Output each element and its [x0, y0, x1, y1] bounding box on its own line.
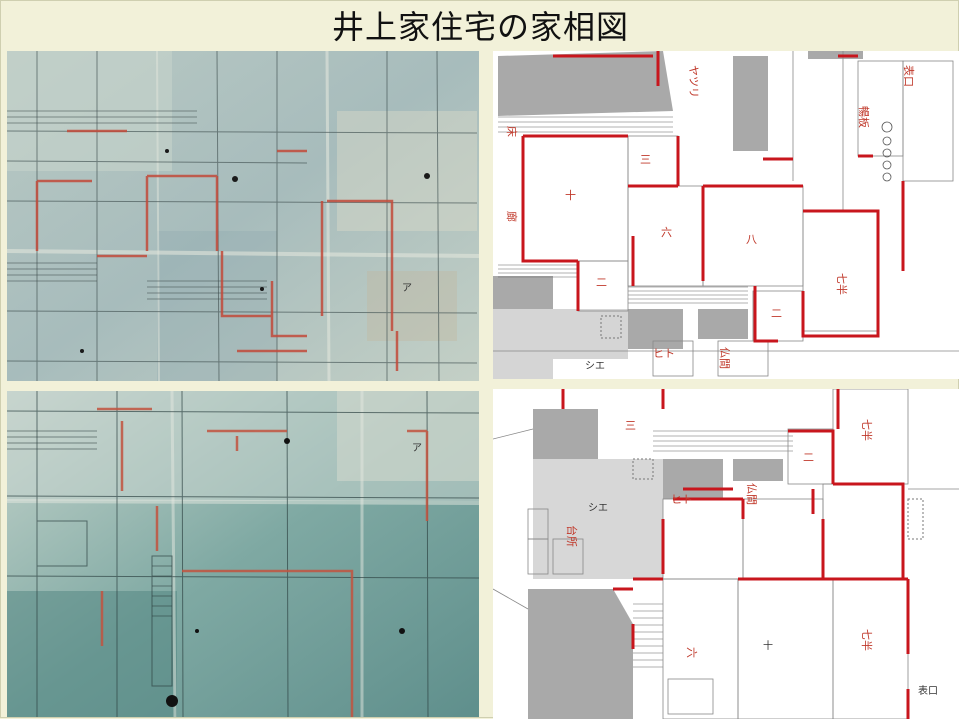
svg-text:ア: ア	[412, 443, 422, 454]
trace-top-panel: ヤツリ 表口 暢板 十 六 八 七半 三 二 床 廊 仏間 二 ヒト シエ	[493, 51, 959, 379]
trace-bottom-label-kitchen: 台所	[565, 525, 579, 547]
svg-text:ア: ア	[402, 283, 412, 294]
trace-top-label-yuka: 床	[505, 126, 519, 137]
trace-bottom-label-shie: シエ	[588, 503, 608, 514]
trace-bottom-label-ni: 二	[803, 451, 814, 464]
trace-bottom-label-seven: 七半	[860, 629, 874, 651]
trace-bottom-label-nana: 七半	[860, 419, 874, 441]
trace-top-label-roka: 廊	[505, 211, 519, 222]
photo-top-image: ア	[7, 51, 479, 381]
trace-top-label-omote: 表口	[902, 65, 916, 87]
trace-top-label-ni: 二	[596, 276, 607, 289]
trace-bottom-image: 七半 二 三 十 六 七半 ヒト シエ 仏間 表口 台所	[493, 389, 959, 719]
trace-bottom-label-roku: 六	[685, 647, 698, 658]
trace-top-label-butsudan: 仏間	[718, 347, 731, 369]
trace-top-label-ni2: 二	[771, 307, 782, 320]
trace-bottom-panel: 七半 二 三 十 六 七半 ヒト シエ 仏間 表口 台所	[493, 389, 959, 719]
photo-bottom-panel: ア	[7, 391, 479, 717]
trace-bottom-label-butsudan: 仏間	[745, 483, 758, 505]
photo-top-panel: ア	[7, 51, 479, 381]
trace-bottom-label-ut: ヒト	[671, 493, 693, 506]
trace-bottom-label-juu: 十	[763, 639, 773, 652]
photo-bottom-image: ア	[7, 391, 479, 717]
trace-bottom-label-omote: 表口	[918, 684, 938, 697]
trace-top-label-juu: 十	[565, 188, 576, 202]
trace-top-label-hachi: 八	[746, 233, 757, 246]
slide-title: 井上家住宅の家相図	[331, 8, 629, 46]
trace-bottom-label-san: 三	[625, 419, 636, 432]
trace-top-label-roku: 六	[661, 226, 672, 239]
trace-top-image: ヤツリ 表口 暢板 十 六 八 七半 三 二 床 廊 仏間 二 ヒト シエ	[493, 51, 959, 379]
trace-top-label-tsurii: ヤツリ	[687, 65, 700, 98]
trace-top-label-shie: シエ	[585, 361, 605, 372]
trace-top-label-ut: ヒト	[653, 347, 675, 360]
trace-top-label-bofuda: 暢板	[857, 106, 871, 128]
trace-top-label-san: 三	[640, 153, 651, 166]
trace-top-label-nana: 七半	[835, 273, 849, 295]
